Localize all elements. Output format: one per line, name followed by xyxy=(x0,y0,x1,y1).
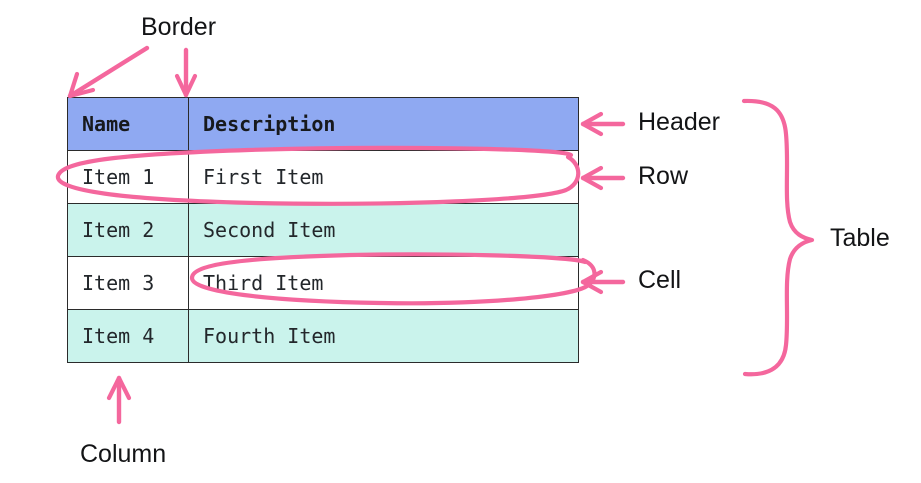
annotation-label-row: Row xyxy=(638,162,689,190)
row-arrow-icon xyxy=(580,165,626,191)
cell-description: Third Item xyxy=(188,256,579,310)
cell-description: Second Item xyxy=(188,203,579,257)
column-header-description: Description xyxy=(188,97,579,151)
cell-arrow-icon xyxy=(580,269,626,295)
data-table: Name Description Item 1 First Item Item … xyxy=(67,97,579,363)
annotation-label-header: Header xyxy=(638,108,720,136)
annotation-label-column: Column xyxy=(80,440,167,468)
header-row: Name Description xyxy=(67,97,579,151)
border-vertical-arrow-icon xyxy=(174,47,198,98)
annotation-label-table: Table xyxy=(830,224,890,252)
table-header: Name Description xyxy=(67,97,579,151)
cell-name: Item 4 xyxy=(67,309,189,363)
cell-description: Fourth Item xyxy=(188,309,579,363)
cell-description: First Item xyxy=(188,150,579,204)
annotation-label-border: Border xyxy=(141,13,217,41)
column-header-name: Name xyxy=(67,97,189,151)
cell-name: Item 2 xyxy=(67,203,189,257)
annotation-label-cell: Cell xyxy=(638,266,682,294)
table-brace-icon xyxy=(741,98,815,377)
table-row: Item 4 Fourth Item xyxy=(67,309,579,363)
border-diagonal-arrow-icon xyxy=(67,45,150,99)
table-row: Item 1 First Item xyxy=(67,150,579,204)
table-row: Item 2 Second Item xyxy=(67,203,579,257)
table-body: Item 1 First Item Item 2 Second Item Ite… xyxy=(67,150,579,363)
header-arrow-icon xyxy=(580,111,626,137)
cell-name: Item 3 xyxy=(67,256,189,310)
table-row: Item 3 Third Item xyxy=(67,256,579,310)
column-arrow-icon xyxy=(106,375,132,425)
cell-name: Item 1 xyxy=(67,150,189,204)
